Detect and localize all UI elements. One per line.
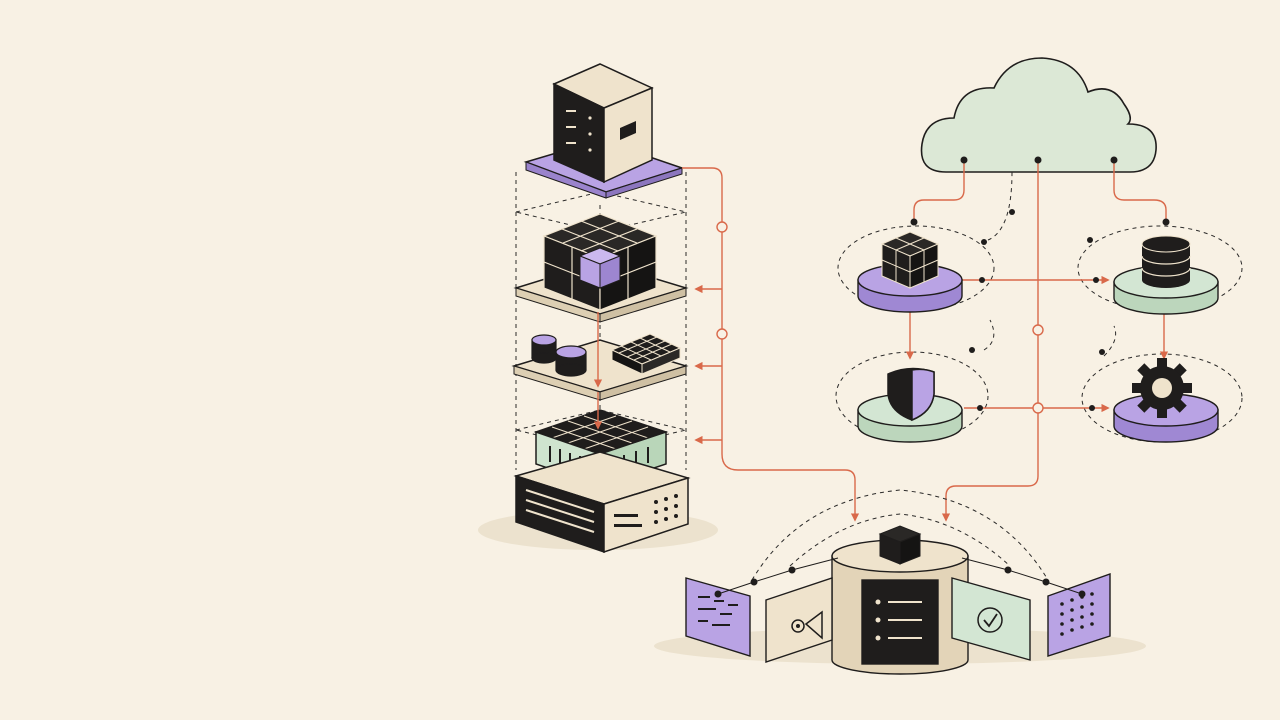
bottom-hub bbox=[654, 489, 1146, 675]
list-icon bbox=[861, 579, 939, 665]
security-node bbox=[857, 367, 963, 443]
database-layer bbox=[511, 333, 689, 401]
database-stack-icon bbox=[1141, 235, 1191, 288]
database-stack-icon bbox=[531, 334, 587, 377]
hub-connectors bbox=[717, 557, 1083, 595]
compute-node bbox=[857, 231, 963, 313]
shield-icon bbox=[887, 367, 935, 422]
connector-nodes bbox=[910, 156, 1170, 411]
cube-cluster-layer bbox=[513, 213, 689, 323]
stack-connector bbox=[682, 167, 860, 522]
checkmark-icon bbox=[951, 577, 1031, 661]
server-cabinet-icon bbox=[523, 63, 685, 199]
cube-cluster-icon bbox=[880, 231, 940, 289]
cube-cluster-icon bbox=[542, 213, 658, 311]
left-infrastructure-stack bbox=[478, 63, 718, 554]
settings-node bbox=[1113, 358, 1219, 443]
gear-icon bbox=[1132, 358, 1192, 418]
hardware-box-icon bbox=[478, 451, 718, 554]
cloud-connectors bbox=[905, 160, 1169, 522]
cloud-services-cluster bbox=[835, 57, 1243, 522]
hub-cube-icon bbox=[878, 525, 922, 565]
cloud-icon bbox=[920, 57, 1157, 173]
dot-grid-panel bbox=[1047, 573, 1111, 657]
hub-arcs bbox=[751, 489, 1049, 581]
data-grid-icon bbox=[610, 333, 682, 375]
camera-icon bbox=[765, 577, 833, 663]
storage-node bbox=[1113, 235, 1219, 315]
highlight-cube bbox=[578, 247, 622, 289]
